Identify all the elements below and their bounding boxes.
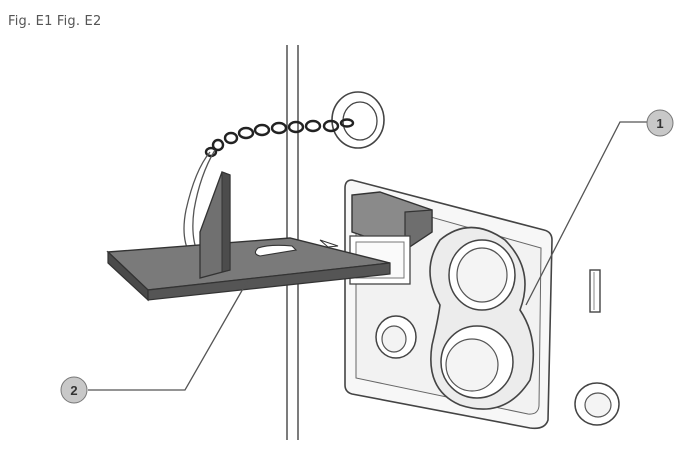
callout-1: 1 <box>646 109 674 137</box>
side-slot <box>589 269 601 313</box>
callout-2-label: 2 <box>70 383 77 398</box>
figure-caption: Fig. E1 Fig. E2 <box>8 14 102 29</box>
screw-left <box>375 315 417 359</box>
grommet-bottom <box>574 382 620 426</box>
callout-1-label: 1 <box>656 116 663 131</box>
grommet-hole <box>331 91 385 149</box>
leader-lines <box>88 121 647 391</box>
retaining-chain <box>204 118 355 158</box>
callout-2: 2 <box>60 376 88 404</box>
locking-tab <box>106 171 391 302</box>
double-socket <box>429 226 535 410</box>
switch-and-socket-plate <box>344 179 553 430</box>
